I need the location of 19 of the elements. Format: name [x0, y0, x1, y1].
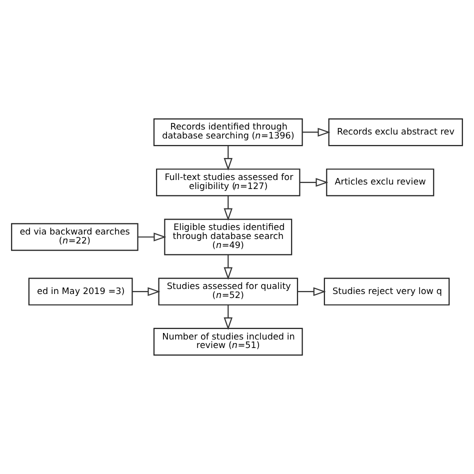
arrow	[302, 128, 330, 137]
arrow	[224, 254, 233, 280]
node-box: Eligible studies identified through database search (n=49)	[164, 218, 292, 256]
node-box: Records identified through database searching (n=1396)	[153, 118, 303, 146]
arrow	[298, 287, 326, 296]
arrow	[224, 196, 233, 221]
node-box: Full-text studies assessed for eligibility (n=127)	[156, 168, 300, 196]
arrow	[300, 178, 328, 187]
node-box: Studies reject very low q	[324, 278, 450, 306]
node-box: Articles exclu review	[326, 168, 434, 196]
arrow	[224, 305, 233, 330]
node-box: ed via backward earches (n=22)	[11, 223, 138, 251]
node-box: ed in May 2019 =3)	[28, 278, 133, 306]
node-box: Records exclu abstract rev	[328, 118, 463, 146]
node-box: Studies assessed for quality (n=52)	[158, 278, 298, 306]
arrow	[138, 232, 166, 242]
arrow	[224, 146, 233, 171]
node-box: Number of studies included in review (n=51)	[153, 328, 303, 356]
arrow	[132, 287, 160, 296]
